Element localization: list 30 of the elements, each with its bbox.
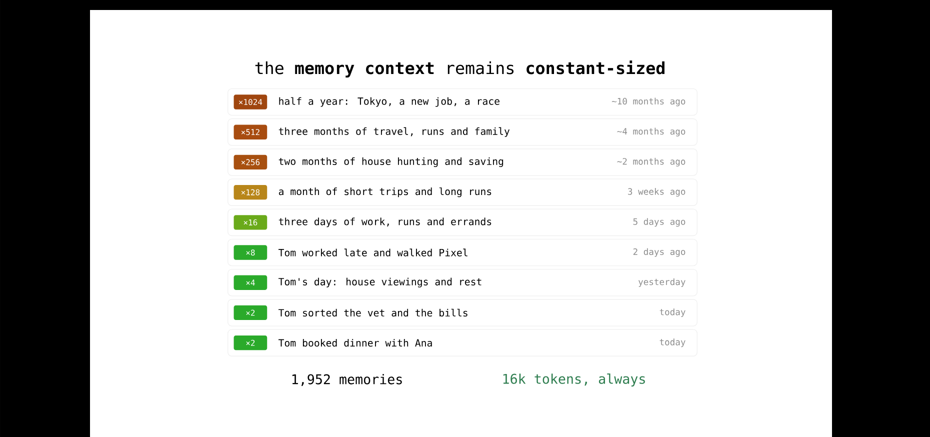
- summary-stat: 1,952 memories: [292, 374, 402, 386]
- memory-summary: Tom's day: house viewings and rest: [278, 278, 482, 288]
- memory-summary: three months of travel, runs and family: [278, 127, 510, 137]
- memory-summary: half a year: Tokyo, a new job, a race: [279, 97, 500, 107]
- multiplier-badge: ×8: [234, 245, 268, 260]
- summary-stat: 16k tokens, always: [503, 374, 645, 386]
- memory-summary: Tom worked late and walked Pixel: [278, 248, 468, 256]
- multiplier-badge: ×256: [234, 154, 268, 170]
- time-label: 3 weeks ago: [628, 188, 686, 197]
- multiplier-badge: ×1024: [234, 94, 268, 110]
- multiplier-badge: ×2: [234, 305, 268, 320]
- memory-summary: a month of short trips and long runs: [278, 187, 492, 198]
- time-label: today: [660, 338, 686, 348]
- multiplier-badge: ×4: [234, 275, 268, 290]
- time-label: 2 days ago: [633, 248, 686, 257]
- time-label: yesterday: [638, 278, 686, 287]
- memory-summary: two months of house hunting and saving: [278, 157, 504, 167]
- time-label: today: [660, 308, 686, 317]
- memory-summary: Tom sorted the vet and the bills: [278, 308, 468, 317]
- time-label: 5 days ago: [633, 218, 686, 227]
- multiplier-badge: ×128: [234, 184, 268, 200]
- memory-summary: three days of work, runs and errands: [278, 218, 492, 228]
- time-label: ~4 months ago: [617, 128, 686, 136]
- multiplier-badge: ×512: [234, 124, 268, 140]
- multiplier-badge: ×16: [234, 215, 268, 230]
- time-label: ~2 months ago: [617, 158, 686, 166]
- time-label: ~10 months ago: [612, 98, 686, 106]
- title: the memory context remains constant-sized: [255, 60, 664, 78]
- multiplier-badge: ×2: [234, 335, 268, 350]
- memory-summary: Tom booked dinner with Ana: [278, 338, 432, 347]
